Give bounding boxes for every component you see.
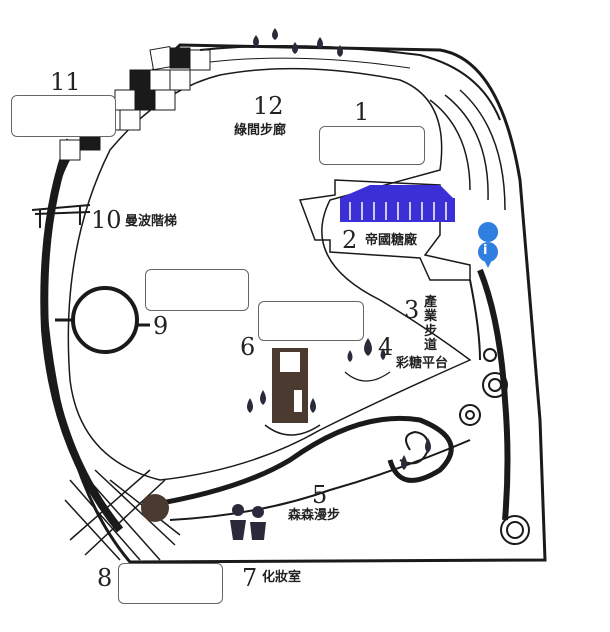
spot-4-number: 4 xyxy=(378,333,394,361)
label-box-6 xyxy=(258,301,364,341)
spot-8-number: 8 xyxy=(97,564,113,592)
circle-decor xyxy=(459,348,530,545)
spot-3-number: 3 xyxy=(404,296,420,324)
spot-7-number: 7 xyxy=(242,564,258,592)
spot-10-name: 曼波階梯 xyxy=(125,214,178,229)
spot-9-number: 9 xyxy=(153,312,169,340)
stairs-10 xyxy=(31,204,91,228)
spiral xyxy=(399,430,430,465)
spot-2-name: 帝國糖廠 xyxy=(365,233,418,248)
industry-path xyxy=(477,268,511,521)
factory-plaza xyxy=(298,179,471,281)
hatched-area xyxy=(64,469,181,561)
spot-6-number: 6 xyxy=(240,333,256,361)
label-box-11 xyxy=(11,95,116,137)
info-marker-icon xyxy=(478,222,499,268)
spot-5-number: 5 xyxy=(312,481,328,509)
spot-12-number: 12 xyxy=(253,92,284,120)
spot-3-name: 產業步道 xyxy=(424,295,438,353)
tower-6 xyxy=(264,348,321,436)
spot-5-name: 森森漫步 xyxy=(288,508,341,523)
spot-11-number: 11 xyxy=(50,68,81,96)
stone-ball xyxy=(141,494,169,522)
drop-icons xyxy=(247,28,431,470)
spot-7-name: 化妝室 xyxy=(262,570,302,585)
arc-lines xyxy=(429,89,506,211)
left-path xyxy=(40,138,124,533)
spot-2-number: 2 xyxy=(342,226,358,254)
spot-10-number: 10 xyxy=(91,206,122,234)
spot-12-name: 綠間步廊 xyxy=(234,123,287,138)
label-box-9 xyxy=(145,269,249,311)
label-box-8 xyxy=(118,563,223,604)
ring-9 xyxy=(71,286,139,354)
lawn-outline xyxy=(67,67,472,481)
info-label[interactable]: i xyxy=(483,243,488,258)
factory-building-icon xyxy=(340,185,455,222)
spot-4-name: 彩糖平台 xyxy=(396,356,449,371)
label-box-1 xyxy=(319,126,425,165)
spot-1-number: 1 xyxy=(354,98,370,126)
restroom-icon xyxy=(230,504,266,540)
forest-walk-path xyxy=(149,415,454,508)
